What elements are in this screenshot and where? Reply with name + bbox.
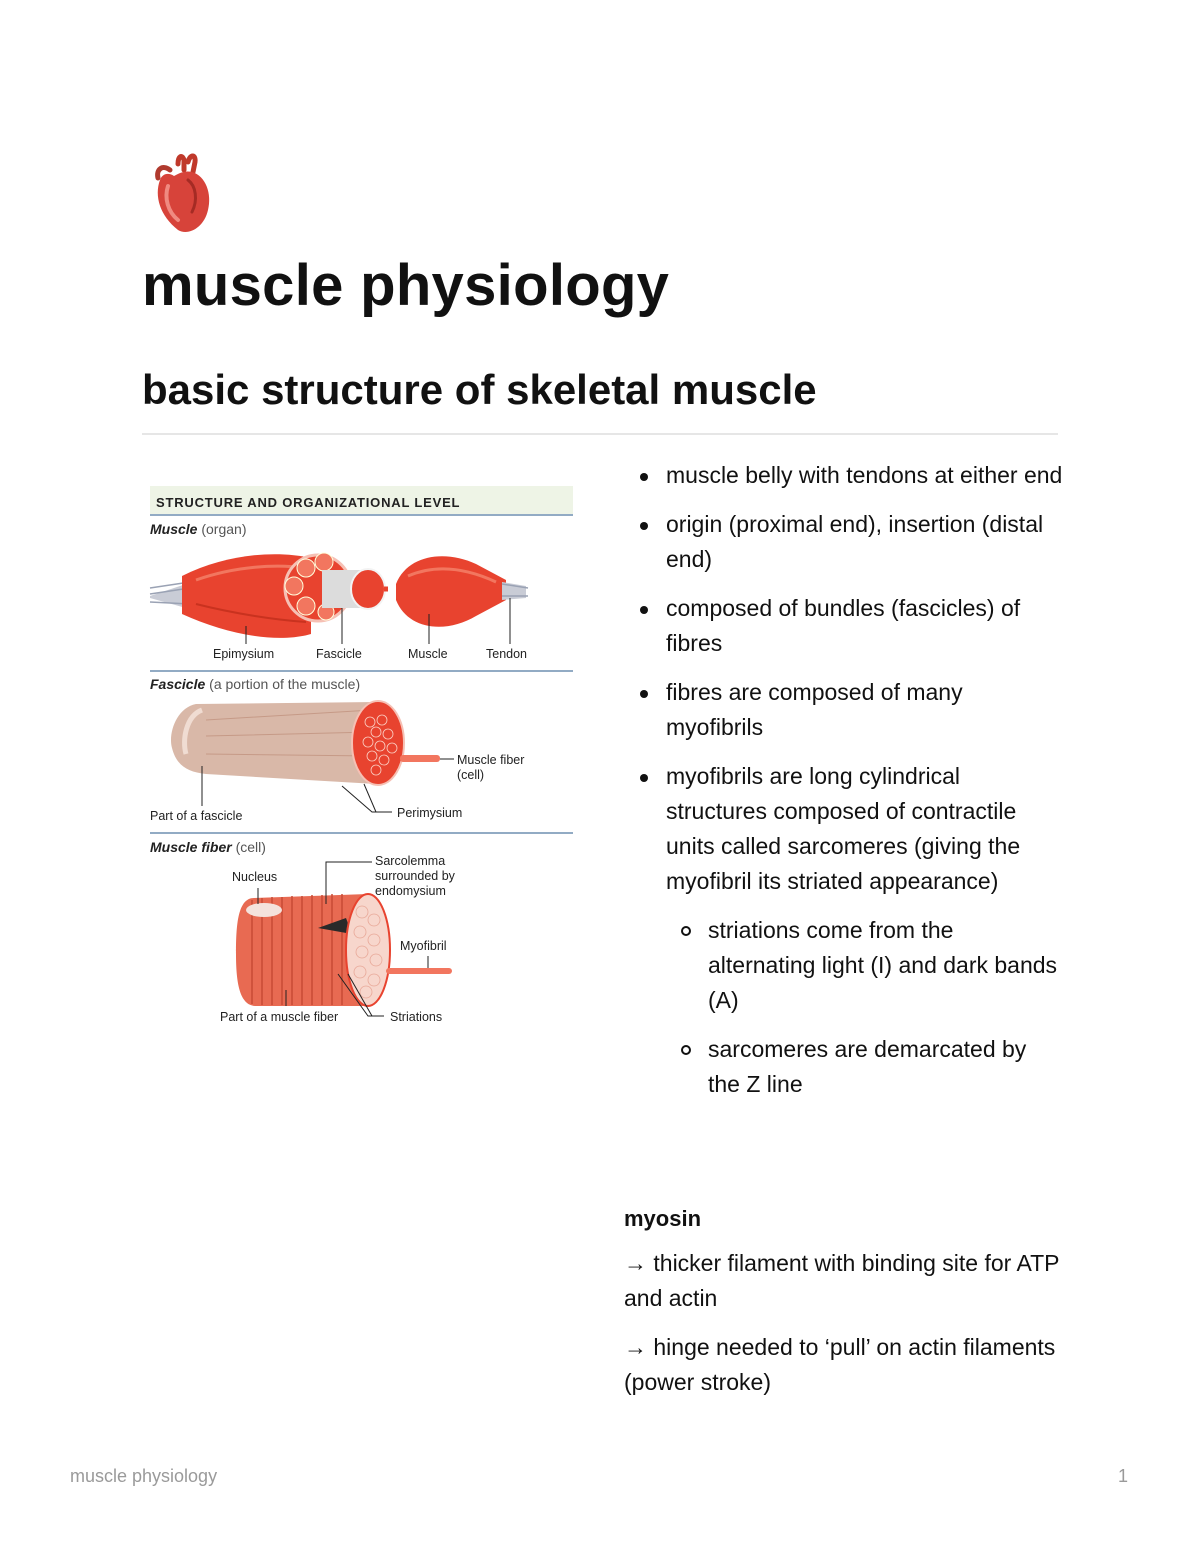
svg-text:Muscle fiber (cell): Muscle fiber (cell) [150, 839, 266, 855]
label-myofibril: Myofibril [400, 939, 447, 953]
footer-title: muscle physiology [70, 1466, 218, 1486]
muscle-organ-subtitle: (organ) [201, 521, 246, 537]
sub-list: striations come from the alternating lig… [666, 913, 1064, 1102]
fascicle-title: Fascicle [150, 676, 205, 692]
myosin-line: → thicker filament with binding site for… [624, 1250, 1060, 1311]
label-nucleus: Nucleus [232, 870, 277, 884]
list-item: origin (proximal end), insertion (distal… [624, 507, 1064, 577]
label-muscle-fiber-cell-2: (cell) [457, 768, 484, 782]
section-heading: basic structure of skeletal muscle [142, 366, 817, 413]
page-title: muscle physiology [142, 253, 670, 318]
svg-text:Fascicle (a portion of t: Fascicle (a portion of the muscle) [150, 676, 360, 692]
divider [142, 433, 1058, 435]
svg-text:Muscle (organ): Muscle (organ) [150, 521, 247, 537]
fascicle-subtitle: (a portion of the muscle) [209, 676, 360, 692]
sub-list-item: striations come from the alternating lig… [666, 913, 1064, 1018]
label-part-of-muscle-fiber: Part of a muscle fiber [220, 1010, 338, 1024]
list-item: composed of bundles (fascicles) of fibre… [624, 591, 1064, 661]
sub-list-item: sarcomeres are demarcated by the Z line [666, 1032, 1064, 1102]
label-perimysium: Perimysium [397, 806, 462, 820]
label-muscle: Muscle [408, 647, 448, 661]
myosin-line: → hinge needed to ‘pull’ on actin filame… [624, 1334, 1056, 1395]
muscle-structure-figure: STRUCTURE AND ORGANIZATIONAL LEVEL Muscl… [146, 484, 576, 1034]
myosin-heading: myosin [624, 1206, 702, 1231]
figure-header: STRUCTURE AND ORGANIZATIONAL LEVEL [156, 495, 460, 510]
structure-bullet-list: muscle belly with tendons at either end … [624, 458, 1064, 1116]
fiber-title: Muscle fiber [150, 839, 233, 855]
label-epimysium: Epimysium [213, 647, 274, 661]
list-item: fibres are composed of many myofibrils [624, 675, 1064, 745]
anatomical-heart-icon [148, 150, 216, 236]
list-item: myofibrils are long cylindrical structur… [624, 759, 1064, 1102]
muscle-organ-title: Muscle [150, 521, 198, 537]
figure-header-bg [150, 486, 573, 514]
list-item: muscle belly with tendons at either end [624, 458, 1064, 493]
label-part-of-fascicle: Part of a fascicle [150, 809, 242, 823]
label-sarcolemma-1: Sarcolemma [375, 854, 445, 868]
fascicle-drawing [171, 700, 454, 813]
page-number: 1 [1118, 1466, 1129, 1486]
label-sarcolemma-3: endomysium [375, 884, 446, 898]
muscle-organ-drawing [149, 552, 529, 644]
myosin-section: myosin → thicker filament with binding s… [624, 1206, 1064, 1414]
label-sarcolemma-2: surrounded by [375, 869, 456, 883]
label-tendon: Tendon [486, 647, 527, 661]
label-striations: Striations [390, 1010, 442, 1024]
label-muscle-fiber-cell-1: Muscle fiber [457, 753, 524, 767]
list-item-text: myofibrils are long cylindrical structur… [666, 763, 1021, 894]
label-fascicle: Fascicle [316, 647, 362, 661]
fiber-subtitle: (cell) [236, 839, 266, 855]
muscle-fiber-drawing [236, 861, 452, 1017]
